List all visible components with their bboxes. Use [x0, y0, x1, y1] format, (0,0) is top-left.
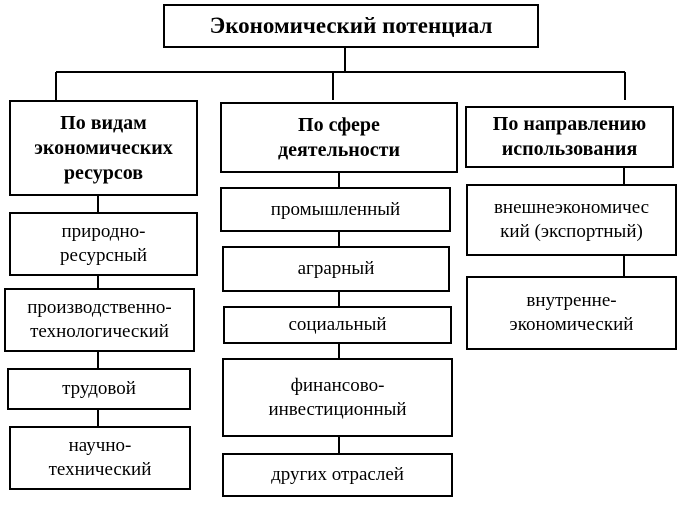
node-label: природно- ресурсный [59, 221, 148, 266]
node-label: научно- технический [48, 435, 152, 480]
column-head-direction: По направлению использования [465, 106, 674, 168]
node-industrial: промышленный [220, 187, 451, 232]
node-other-industries: других отраслей [222, 453, 453, 497]
node-label: финансово- инвестиционный [268, 374, 407, 420]
node-label: промышленный [270, 198, 401, 220]
column-head-label: По видам экономических ресурсов [34, 111, 173, 184]
node-label: производственно- технологический [27, 297, 172, 342]
node-label: внешнеэкономичес кий (экспортный) [493, 197, 650, 242]
node-label: других отраслей [271, 464, 404, 486]
node-label: социальный [288, 314, 387, 336]
node-labor: трудовой [7, 368, 191, 410]
node-social: социальный [223, 306, 452, 344]
node-financial-investment: финансово- инвестиционный [222, 358, 453, 437]
node-label: аграрный [297, 258, 375, 280]
column-head-label: По сфере деятельности [277, 113, 401, 161]
node-foreign-economic: внешнеэкономичес кий (экспортный) [466, 184, 677, 256]
node-agrarian: аграрный [222, 246, 450, 292]
node-label: внутренне- экономический [509, 290, 634, 335]
node-label: трудовой [62, 378, 136, 400]
column-head-resources: По видам экономических ресурсов [9, 100, 198, 196]
node-scientific-technical: научно- технический [9, 426, 191, 490]
node-natural-resource: природно- ресурсный [9, 212, 198, 276]
root-node: Экономический потенциал [163, 4, 539, 48]
root-label: Экономический потенциал [209, 12, 493, 38]
column-head-label: По направлению использования [492, 113, 647, 160]
column-head-sphere: По сфере деятельности [220, 102, 458, 173]
node-domestic-economic: внутренне- экономический [466, 276, 677, 350]
node-production-technological: производственно- технологический [4, 288, 195, 352]
